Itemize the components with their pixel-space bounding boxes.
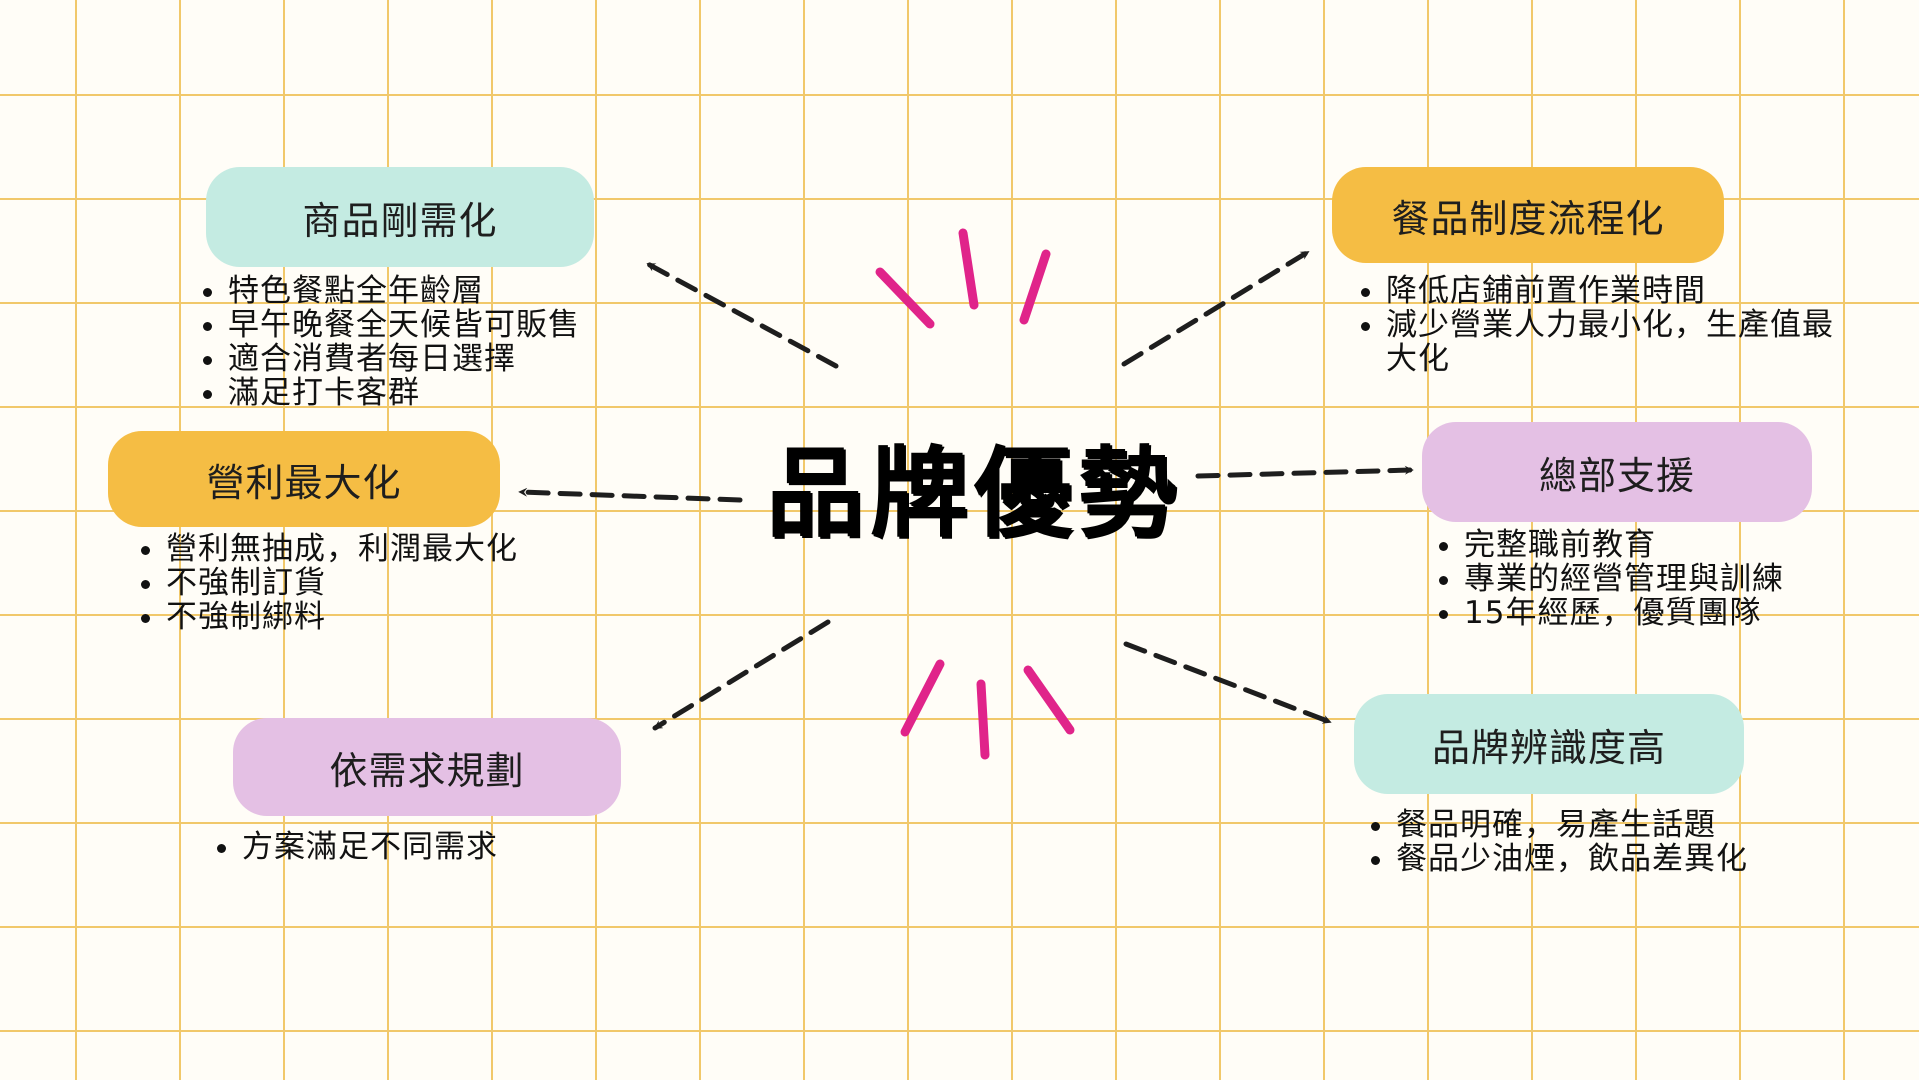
list-item: 餐品少油煙，飲品差異化 bbox=[1396, 842, 1846, 876]
list-item: 完整職前教育 bbox=[1464, 528, 1884, 562]
product-list: 特色餐點全年齡層 早午晚餐全天候皆可販售 適合消費者每日選擇 滿足打卡客群 bbox=[170, 274, 688, 410]
list-item: 滿足打卡客群 bbox=[228, 376, 688, 410]
recognition-list: 餐品明確，易產生話題 餐品少油煙，飲品差異化 bbox=[1338, 808, 1846, 876]
burst-stroke bbox=[976, 679, 990, 760]
node-plan: 依需求規劃 bbox=[233, 718, 621, 816]
list-item: 不強制綁料 bbox=[166, 600, 532, 634]
list-item: 特色餐點全年齡層 bbox=[228, 274, 688, 308]
burst-stroke bbox=[1019, 249, 1051, 325]
list-item: 減少營業人力最小化，生產值最大化 bbox=[1386, 308, 1836, 376]
burst-top-icon bbox=[875, 228, 1051, 329]
profit-list: 營利無抽成，利潤最大化 不強制訂貨 不強制綁料 bbox=[108, 532, 532, 634]
center-title: 品牌優勢 bbox=[765, 437, 1182, 551]
burst-stroke bbox=[1023, 665, 1075, 735]
list-item: 專業的經營管理與訓練 bbox=[1464, 562, 1884, 596]
arrow-to-support bbox=[1195, 465, 1415, 479]
node-profit: 營利最大化 bbox=[108, 431, 500, 527]
list-item: 餐品明確，易產生話題 bbox=[1396, 808, 1846, 842]
burst-stroke bbox=[875, 267, 935, 329]
process-list: 降低店鋪前置作業時間 減少營業人力最小化，生產值最大化 bbox=[1328, 274, 1836, 376]
list-item: 降低店鋪前置作業時間 bbox=[1386, 274, 1836, 308]
burst-stroke bbox=[958, 228, 979, 310]
node-support: 總部支援 bbox=[1422, 422, 1812, 522]
list-item: 不強制訂貨 bbox=[166, 566, 532, 600]
burst-bottom-icon bbox=[900, 659, 1075, 760]
node-product: 商品剛需化 bbox=[206, 167, 594, 267]
list-item: 適合消費者每日選擇 bbox=[228, 342, 688, 376]
arrow-to-profit bbox=[517, 487, 743, 503]
node-recognition: 品牌辨識度高 bbox=[1354, 694, 1744, 794]
arrow-to-process bbox=[1121, 249, 1311, 367]
plan-list: 方案滿足不同需求 bbox=[184, 830, 662, 864]
arrow-to-recognition bbox=[1123, 641, 1333, 725]
list-item: 營利無抽成，利潤最大化 bbox=[166, 532, 532, 566]
support-list: 完整職前教育 專業的經營管理與訓練 15年經歷，優質團隊 bbox=[1406, 528, 1884, 630]
arrow-to-product bbox=[645, 261, 839, 369]
burst-stroke bbox=[900, 659, 945, 737]
list-item: 早午晚餐全天候皆可販售 bbox=[228, 308, 688, 342]
node-process: 餐品制度流程化 bbox=[1332, 167, 1724, 263]
list-item: 15年經歷，優質團隊 bbox=[1464, 596, 1884, 630]
list-item: 方案滿足不同需求 bbox=[242, 830, 662, 864]
arrow-to-plan bbox=[652, 619, 831, 731]
